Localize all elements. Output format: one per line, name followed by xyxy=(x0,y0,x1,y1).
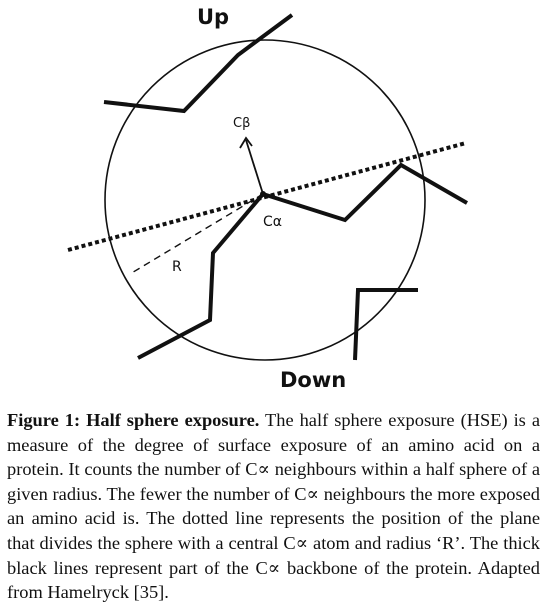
backbone-central xyxy=(137,162,468,360)
caption-title: Figure 1: Half sphere exposure. xyxy=(7,410,260,430)
calpha-atom xyxy=(260,191,266,197)
cbeta-arrow-shaft xyxy=(245,139,264,195)
label-calpha: Cα xyxy=(263,214,282,230)
radius-line xyxy=(129,193,264,275)
backbone-lower xyxy=(353,288,418,361)
caption-body: The half sphere exposure (HSE) is a meas… xyxy=(7,410,541,603)
label-radius: R xyxy=(172,259,182,275)
label-cbeta: Cβ xyxy=(233,116,250,131)
sphere-circle xyxy=(104,39,426,361)
figure-caption: Figure 1: Half sphere exposure. The half… xyxy=(7,408,540,605)
backbone-upper xyxy=(103,13,294,114)
label-up: Up xyxy=(197,5,229,29)
cbeta-arrow-head xyxy=(239,136,253,149)
label-down: Down xyxy=(280,368,346,392)
hse-diagram: Up Down Cβ Cα R xyxy=(67,5,468,392)
